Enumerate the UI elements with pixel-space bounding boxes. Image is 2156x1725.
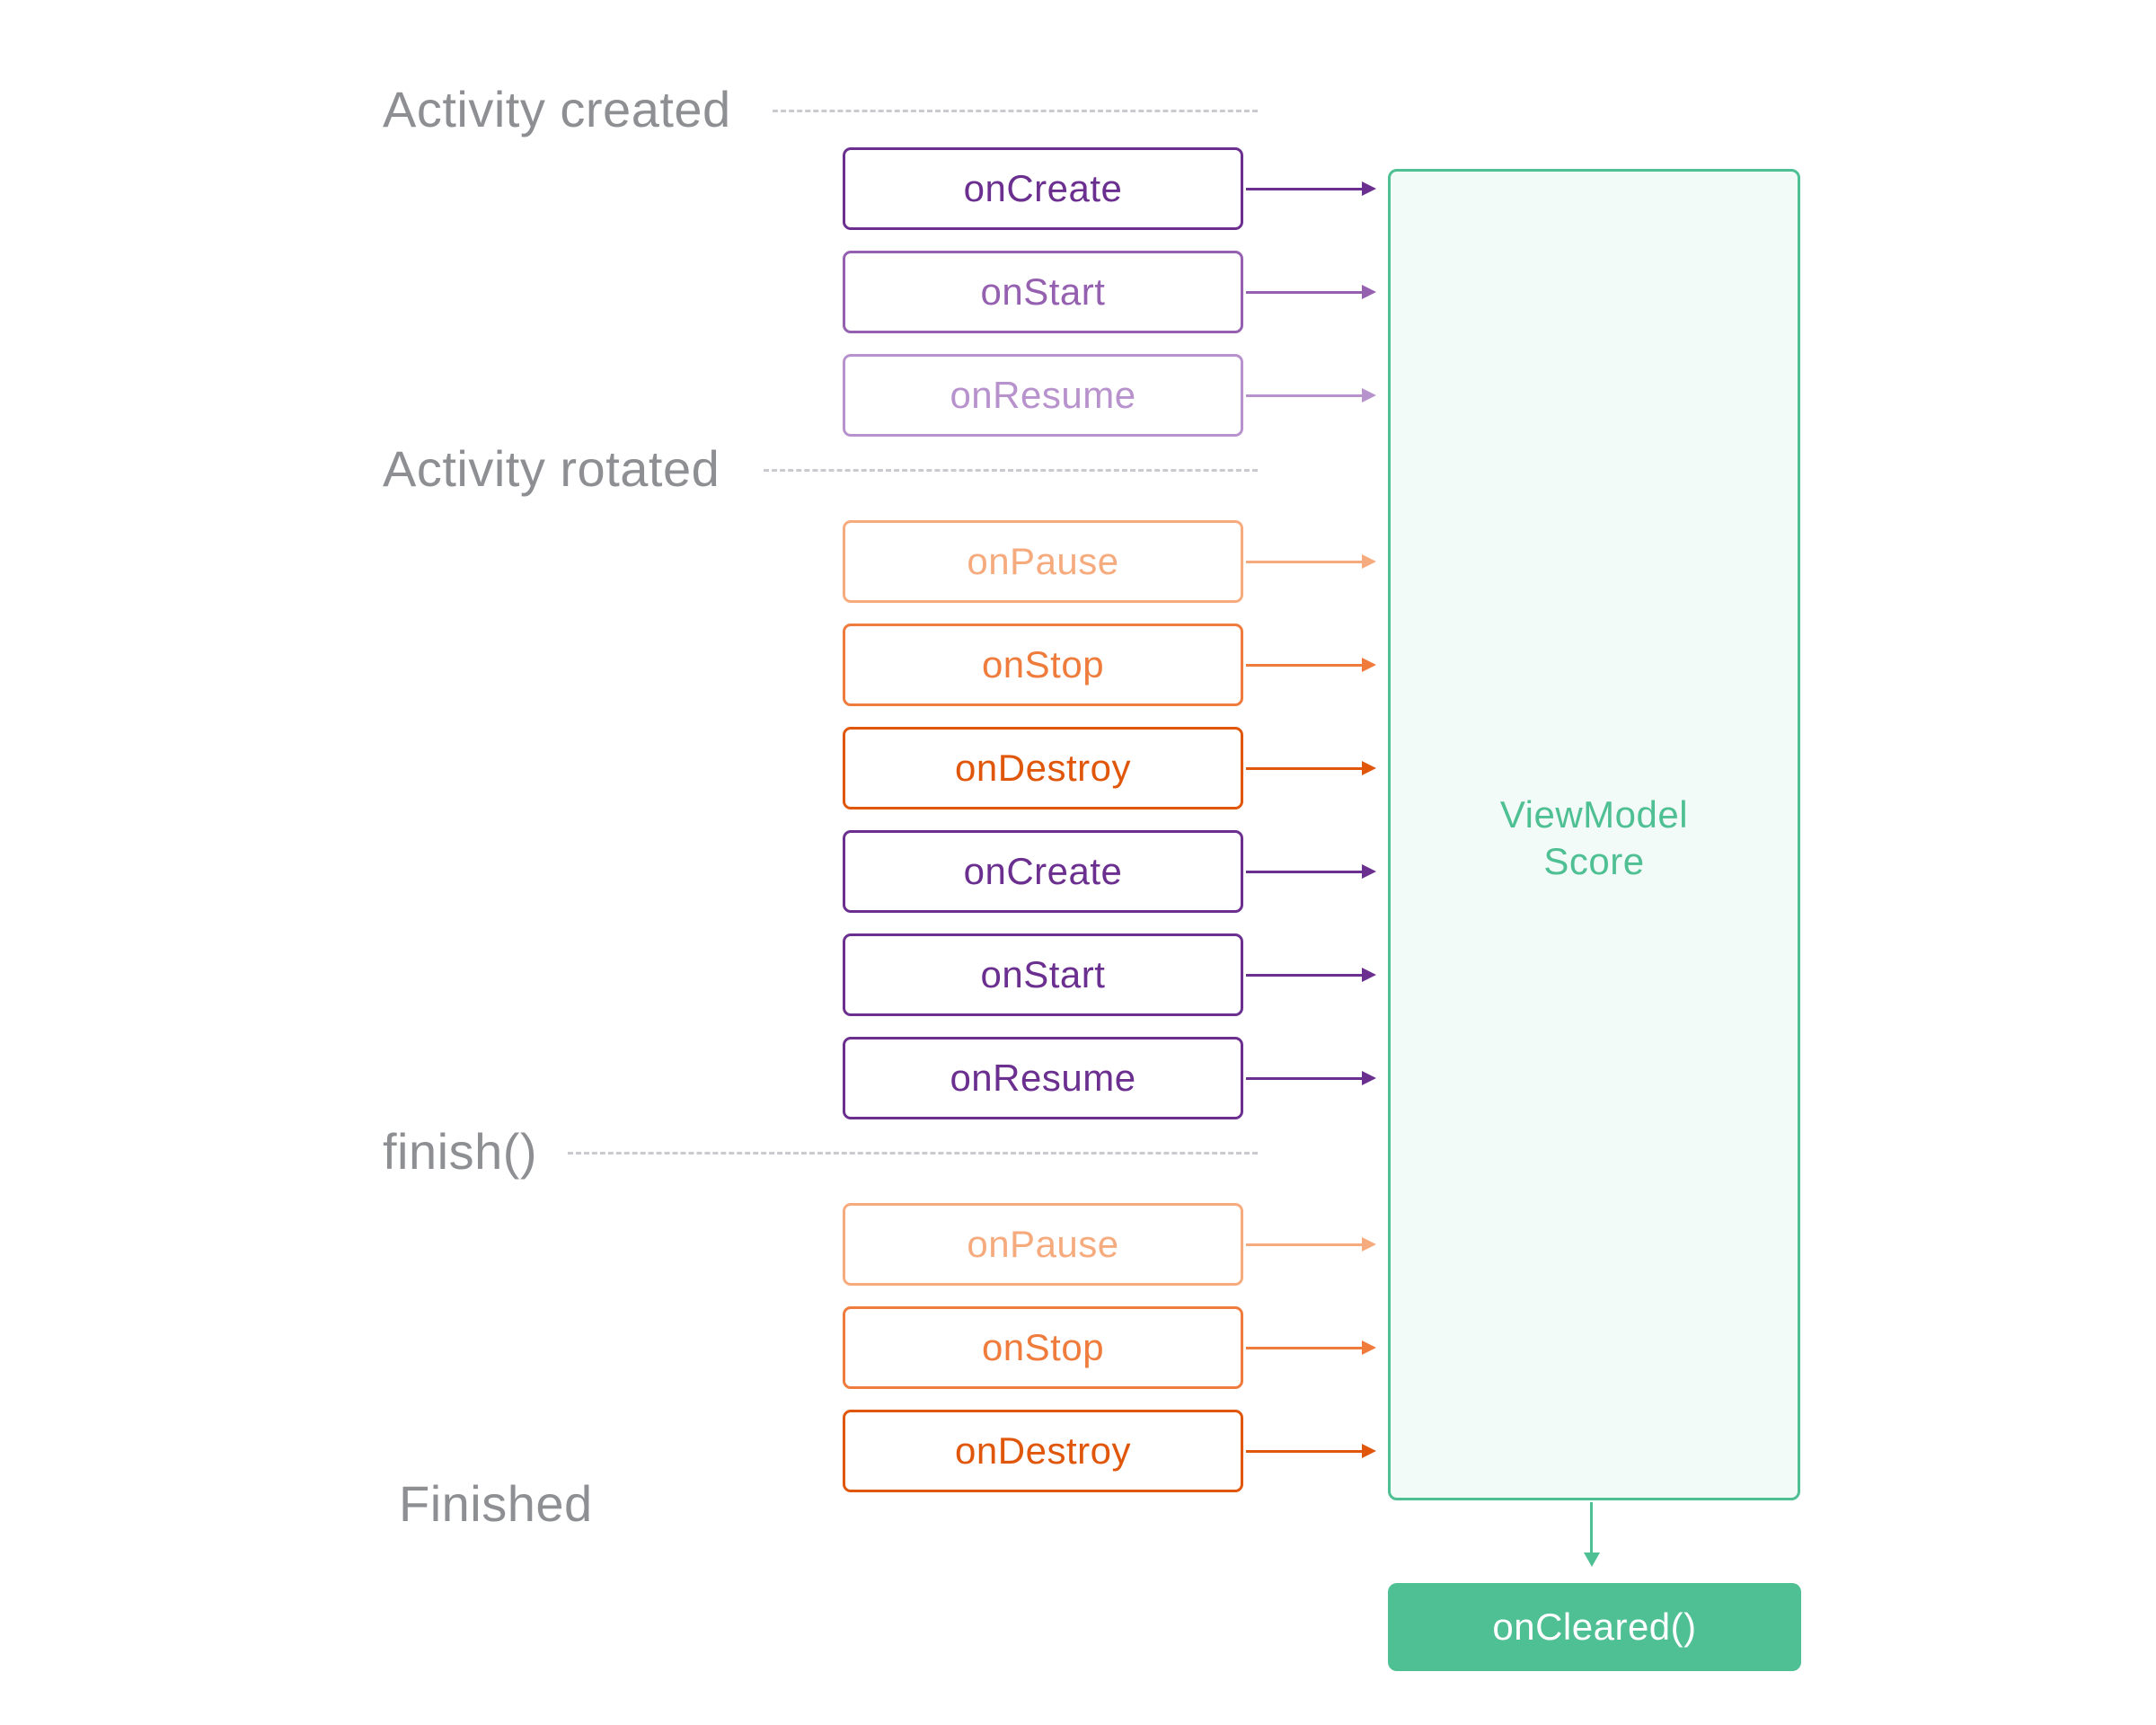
arrow-head [1362,388,1376,402]
arrow-head [1362,761,1376,775]
callback-arrow [1246,761,1376,775]
phase-label: Activity created [383,81,731,137]
callback-onresume-box: onResume [843,354,1243,437]
viewmodel-clear-arrow [1584,1502,1600,1567]
viewmodel-label-line1: ViewModel [1499,793,1689,836]
callback-arrow [1246,968,1376,982]
callback-onresume-box: onResume [843,1037,1243,1119]
arrow-shaft [1246,1450,1363,1453]
callback-arrow [1246,1237,1376,1252]
callback-onpause-box: onPause [843,520,1243,603]
arrow-head [1362,1340,1376,1355]
viewmodel-label: ViewModel Score [1391,792,1798,885]
viewmodel-scope-box: ViewModel Score [1388,169,1800,1500]
callback-onstart-box: onStart [843,933,1243,1016]
arrow-shaft [1246,188,1363,190]
arrow-shaft [1246,561,1363,563]
arrow-head [1584,1552,1600,1567]
arrow-shaft [1246,291,1363,294]
arrow-head [1362,1071,1376,1085]
callback-arrow [1246,1071,1376,1085]
callback-arrow [1246,1444,1376,1458]
phase-finished: Finished [0,1468,1258,1540]
viewmodel-label-line2: Score [1543,840,1645,882]
arrow-shaft [1246,974,1363,977]
arrow-shaft [1246,871,1363,873]
arrow-head [1362,554,1376,569]
phase-label: finish() [383,1123,538,1180]
arrow-head [1362,968,1376,982]
arrow-head [1362,658,1376,672]
callback-onstart-box: onStart [843,251,1243,333]
arrow-head [1362,864,1376,879]
arrow-shaft [1246,1347,1363,1349]
callback-arrow [1246,285,1376,299]
phase-label: Finished [399,1475,593,1532]
phase-activity-rotated: Activity rotated [0,433,1258,505]
callback-arrow [1246,388,1376,402]
phase-activity-created: Activity created [0,74,1258,146]
arrow-shaft [1246,1243,1363,1246]
arrow-head [1362,1237,1376,1252]
arrow-head [1362,1444,1376,1458]
arrow-shaft [1246,394,1363,397]
callback-onstop-box: onStop [843,624,1243,706]
on-cleared-box: onCleared() [1388,1583,1801,1671]
arrow-shaft [1590,1502,1593,1554]
phase-finish: finish() [0,1116,1258,1188]
callback-onstop-box: onStop [843,1306,1243,1389]
phase-divider [764,469,1258,472]
callback-arrow [1246,554,1376,569]
phase-label: Activity rotated [383,440,720,497]
arrow-shaft [1246,767,1363,770]
callback-arrow [1246,181,1376,196]
arrow-shaft [1246,664,1363,667]
callback-arrow [1246,1340,1376,1355]
callback-ondestroy-box: onDestroy [843,1410,1243,1492]
callback-ondestroy-box: onDestroy [843,727,1243,809]
arrow-shaft [1246,1077,1363,1080]
callback-arrow [1246,864,1376,879]
phase-divider [568,1152,1258,1154]
callback-oncreate-box: onCreate [843,830,1243,913]
arrow-head [1362,285,1376,299]
callback-arrow [1246,658,1376,672]
phase-divider [773,110,1258,112]
arrow-head [1362,181,1376,196]
callback-onpause-box: onPause [843,1203,1243,1286]
callback-oncreate-box: onCreate [843,147,1243,230]
